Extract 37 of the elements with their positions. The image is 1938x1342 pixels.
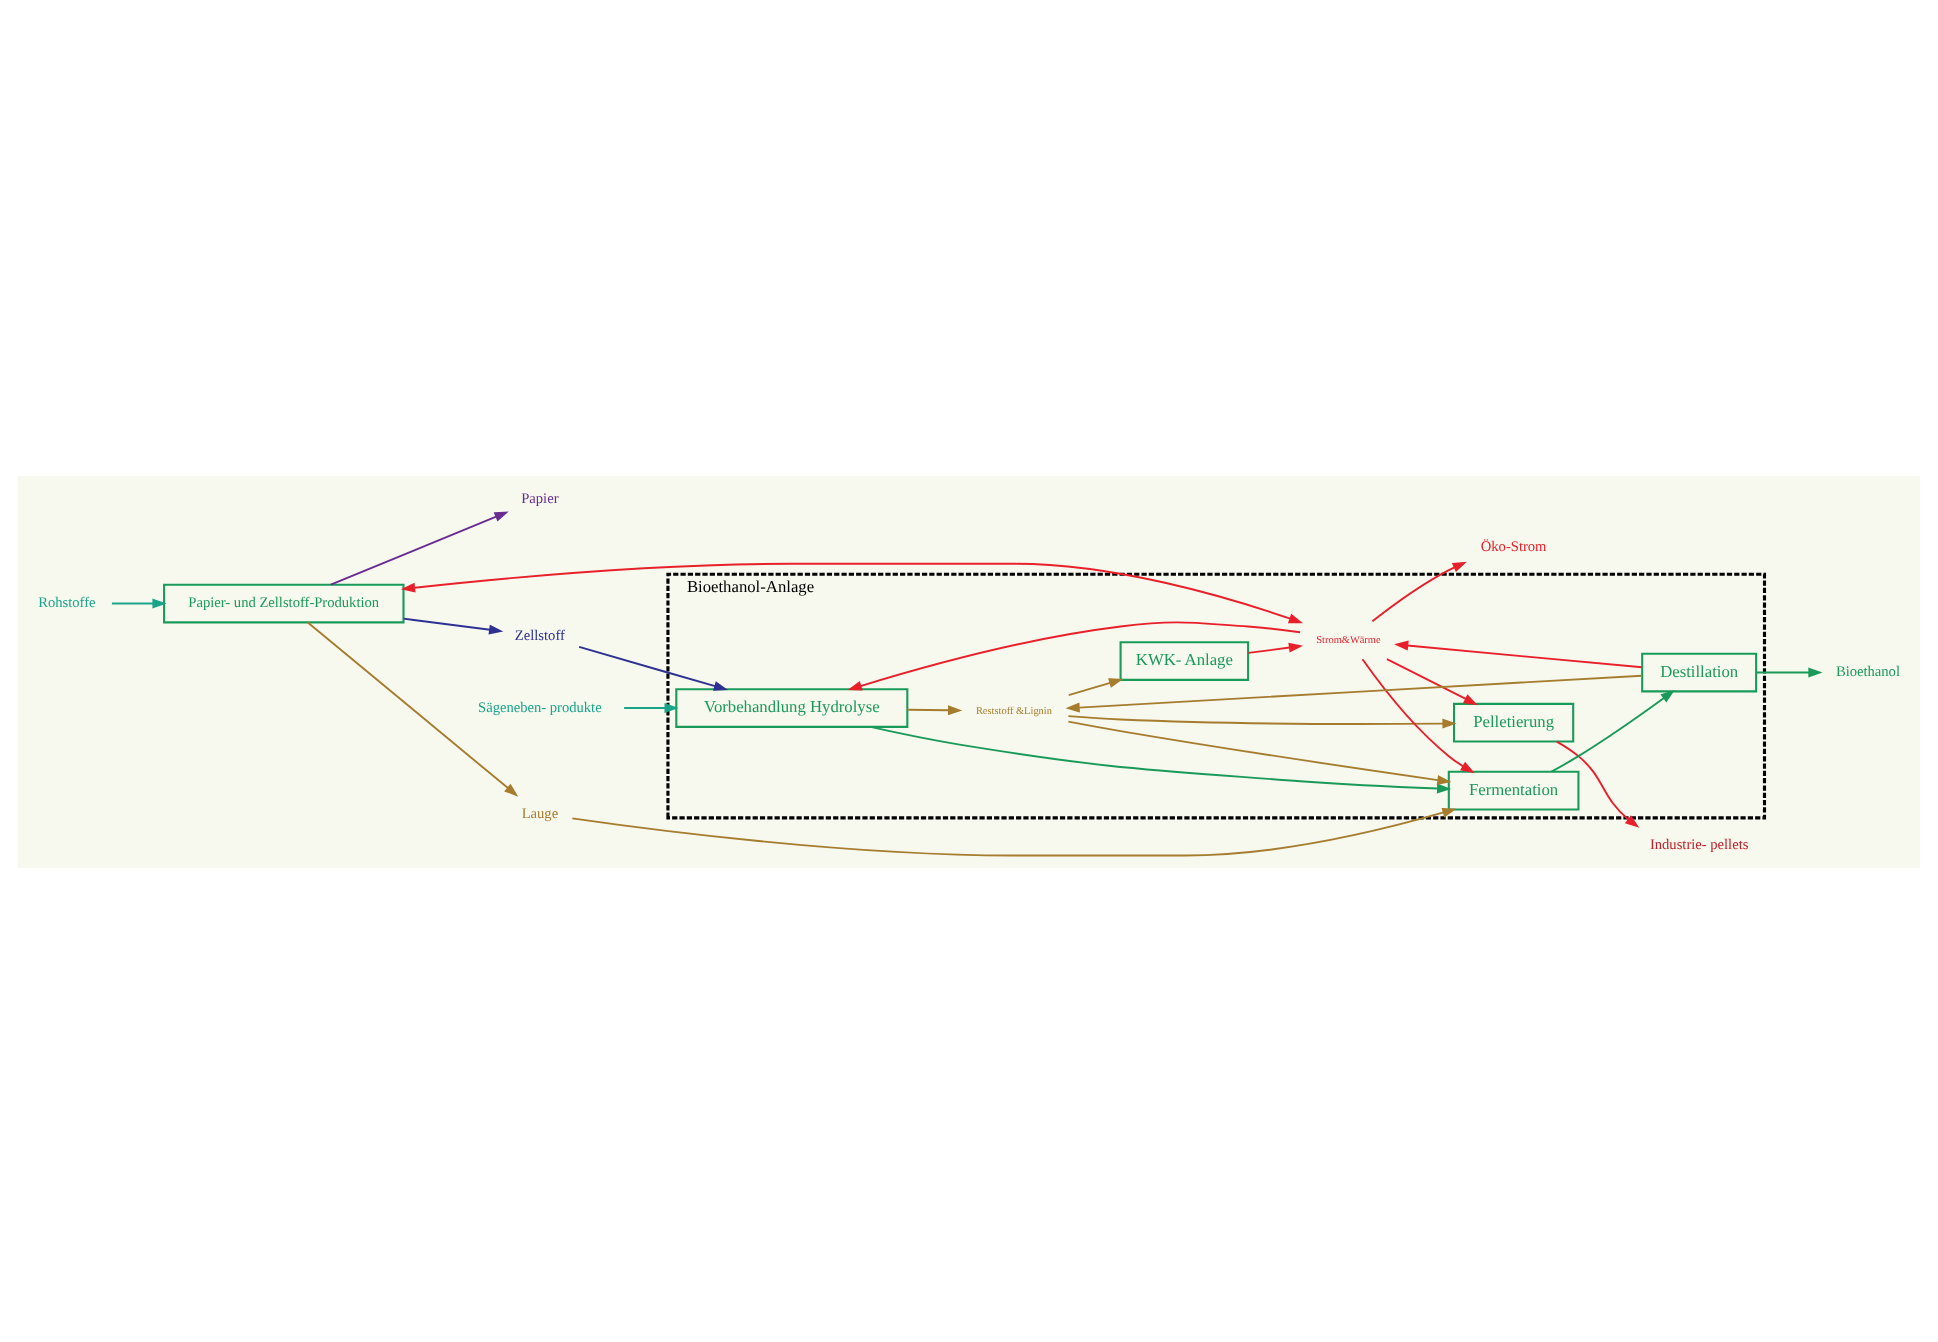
arrow <box>1067 677 1124 696</box>
node-box: Fermentation <box>1447 769 1580 810</box>
arrow <box>1371 560 1467 622</box>
arrow <box>1755 666 1823 677</box>
node-text: Sägeneben- produkte <box>478 696 602 715</box>
arrow <box>1555 739 1640 827</box>
arrow <box>571 806 1457 856</box>
arrow <box>1394 639 1643 668</box>
arrow <box>1247 641 1304 653</box>
arrow <box>329 510 509 585</box>
arrow <box>1067 719 1452 784</box>
node-box: Vorbehandlung Hydrolyse <box>675 687 909 727</box>
node-box: Papier- und Zellstoff-Produktion <box>163 582 405 623</box>
node-text: Zellstoff <box>514 624 565 643</box>
arrow <box>578 645 729 690</box>
node-box: Destillation <box>1641 651 1758 692</box>
node-text: Bioethanol <box>1835 661 1901 680</box>
node-text: Papier <box>521 487 559 506</box>
node-box: Pelletierung <box>1453 701 1575 742</box>
node-text: Rohstoffe <box>38 592 96 611</box>
arrow <box>1065 673 1643 712</box>
arrow <box>906 704 963 715</box>
node-text: Lauge <box>521 802 559 821</box>
arrow <box>306 620 519 796</box>
node-text: Öko-Strom <box>1480 535 1547 554</box>
arrow <box>847 620 1301 690</box>
arrow <box>1385 657 1478 705</box>
node-box: KWK- Anlage <box>1119 640 1250 680</box>
arrow <box>1361 657 1475 773</box>
arrow <box>869 725 1452 793</box>
arrow <box>623 702 679 713</box>
node-text: Industrie- pellets <box>1649 833 1749 852</box>
arrow <box>400 561 1303 623</box>
arrow <box>402 616 504 634</box>
arrow <box>1067 714 1457 728</box>
arrow <box>110 597 167 608</box>
arrow <box>1550 688 1675 772</box>
